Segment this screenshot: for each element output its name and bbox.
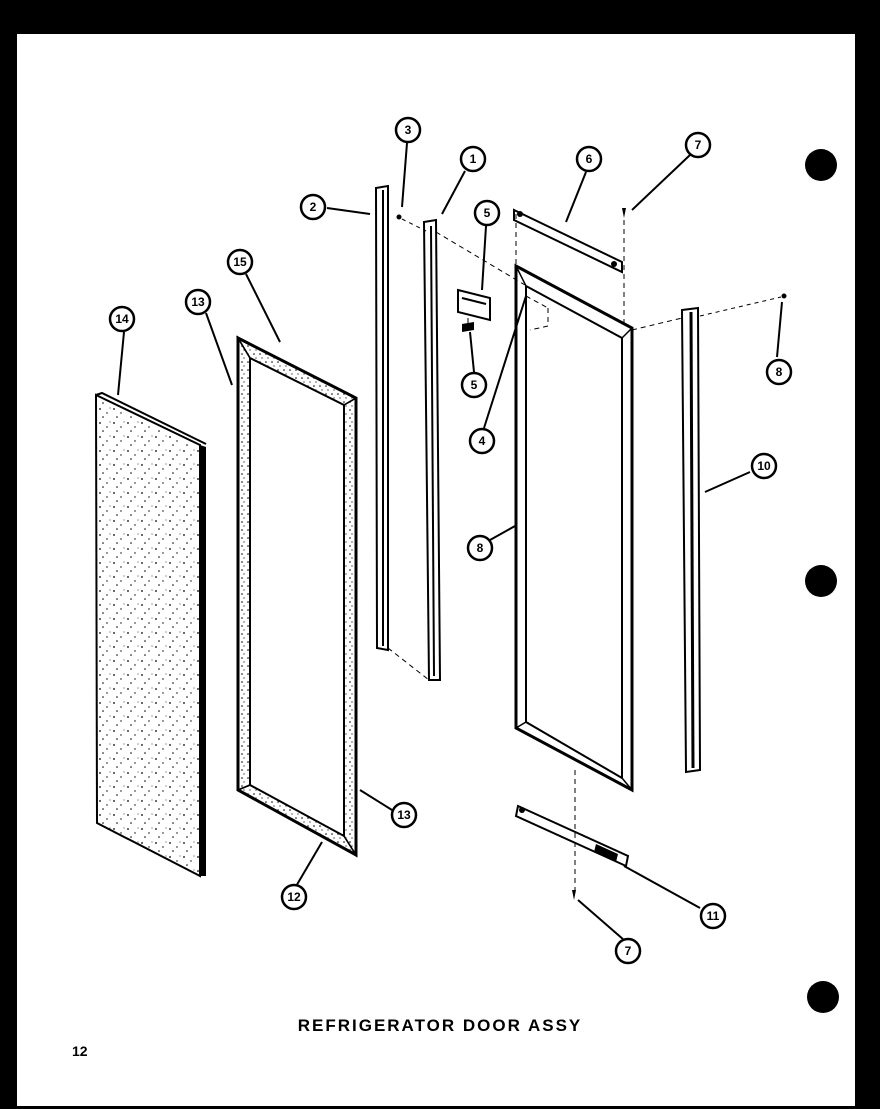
callout-circle xyxy=(459,145,487,173)
callout-c6: 6 xyxy=(575,145,603,173)
callout-c13b: 13 xyxy=(390,801,418,829)
callout-circle xyxy=(468,427,496,455)
callout-circle xyxy=(765,358,793,386)
callout-label: 8 xyxy=(776,365,783,379)
callout-circle xyxy=(575,145,603,173)
callout-label: 6 xyxy=(586,152,593,166)
screw-part-9 xyxy=(699,293,787,317)
callout-c10: 10 xyxy=(750,452,778,480)
binder-holes xyxy=(805,149,839,1013)
callout-label: 7 xyxy=(695,138,702,152)
callout-circle xyxy=(108,305,136,333)
callout-c15: 15 xyxy=(226,248,254,276)
callout-c8b: 8 xyxy=(765,358,793,386)
callout-c11: 11 xyxy=(699,902,727,930)
callout-circle xyxy=(473,199,501,227)
callout-c5b: 5 xyxy=(460,371,488,399)
assembly-guide-lines xyxy=(435,214,683,890)
callout-c5a: 5 xyxy=(473,199,501,227)
callout-label: 10 xyxy=(757,459,771,473)
callout-label: 13 xyxy=(191,295,205,309)
callout-label: 4 xyxy=(479,434,486,448)
top-bracket-part-6 xyxy=(513,208,623,274)
callout-c8a: 8 xyxy=(466,534,494,562)
hinge-part-5 xyxy=(457,288,491,332)
callout-label: 3 xyxy=(405,123,412,137)
strip-part-2 xyxy=(374,184,389,652)
callout-circle xyxy=(280,883,308,911)
binder-hole-top xyxy=(805,149,837,181)
screws-part-7 xyxy=(572,208,626,900)
callout-label: 13 xyxy=(397,808,411,822)
callout-circle xyxy=(394,116,422,144)
callout-label: 12 xyxy=(287,890,301,904)
binder-hole-middle xyxy=(805,565,837,597)
callout-c3: 3 xyxy=(394,116,422,144)
callout-c12: 12 xyxy=(280,883,308,911)
callout-label: 15 xyxy=(233,255,247,269)
callout-circle xyxy=(226,248,254,276)
callout-circle xyxy=(466,534,494,562)
callout-c13a: 13 xyxy=(184,288,212,316)
callout-circle xyxy=(460,371,488,399)
callout-label: 7 xyxy=(625,944,632,958)
callout-circle xyxy=(699,902,727,930)
callout-label: 11 xyxy=(707,909,720,923)
callout-label: 5 xyxy=(484,206,491,220)
callout-label: 1 xyxy=(470,152,477,166)
channel-part-1 xyxy=(387,218,442,681)
page-number: 12 xyxy=(72,1043,88,1059)
bottom-bracket-part-11 xyxy=(514,804,630,868)
callout-circle xyxy=(750,452,778,480)
callout-circle xyxy=(614,937,642,965)
callout-c2: 2 xyxy=(299,193,327,221)
callout-label: 14 xyxy=(115,312,129,326)
binder-hole-bottom xyxy=(807,981,839,1013)
insulation-panel-part-14 xyxy=(94,391,207,878)
screw-part-3 xyxy=(396,214,427,232)
callout-circle xyxy=(684,131,712,159)
callout-label: 2 xyxy=(310,200,317,214)
diagram-title: REFRIGERATOR DOOR ASSY xyxy=(297,1016,583,1035)
callout-label: 8 xyxy=(477,541,484,555)
callout-label: 5 xyxy=(471,378,478,392)
callout-c7b: 7 xyxy=(614,937,642,965)
callout-c14: 14 xyxy=(108,305,136,333)
breaker-frame-parts-12-13-15 xyxy=(236,335,358,858)
handle-strip-part-10 xyxy=(680,306,702,774)
callout-circle xyxy=(184,288,212,316)
callout-circle xyxy=(390,801,418,829)
callout-c1: 1 xyxy=(459,145,487,173)
callout-c4: 4 xyxy=(468,427,496,455)
leader-lines xyxy=(117,142,783,941)
callout-c7a: 7 xyxy=(684,131,712,159)
door-frame-part-8 xyxy=(514,263,634,793)
callout-circle xyxy=(299,193,327,221)
